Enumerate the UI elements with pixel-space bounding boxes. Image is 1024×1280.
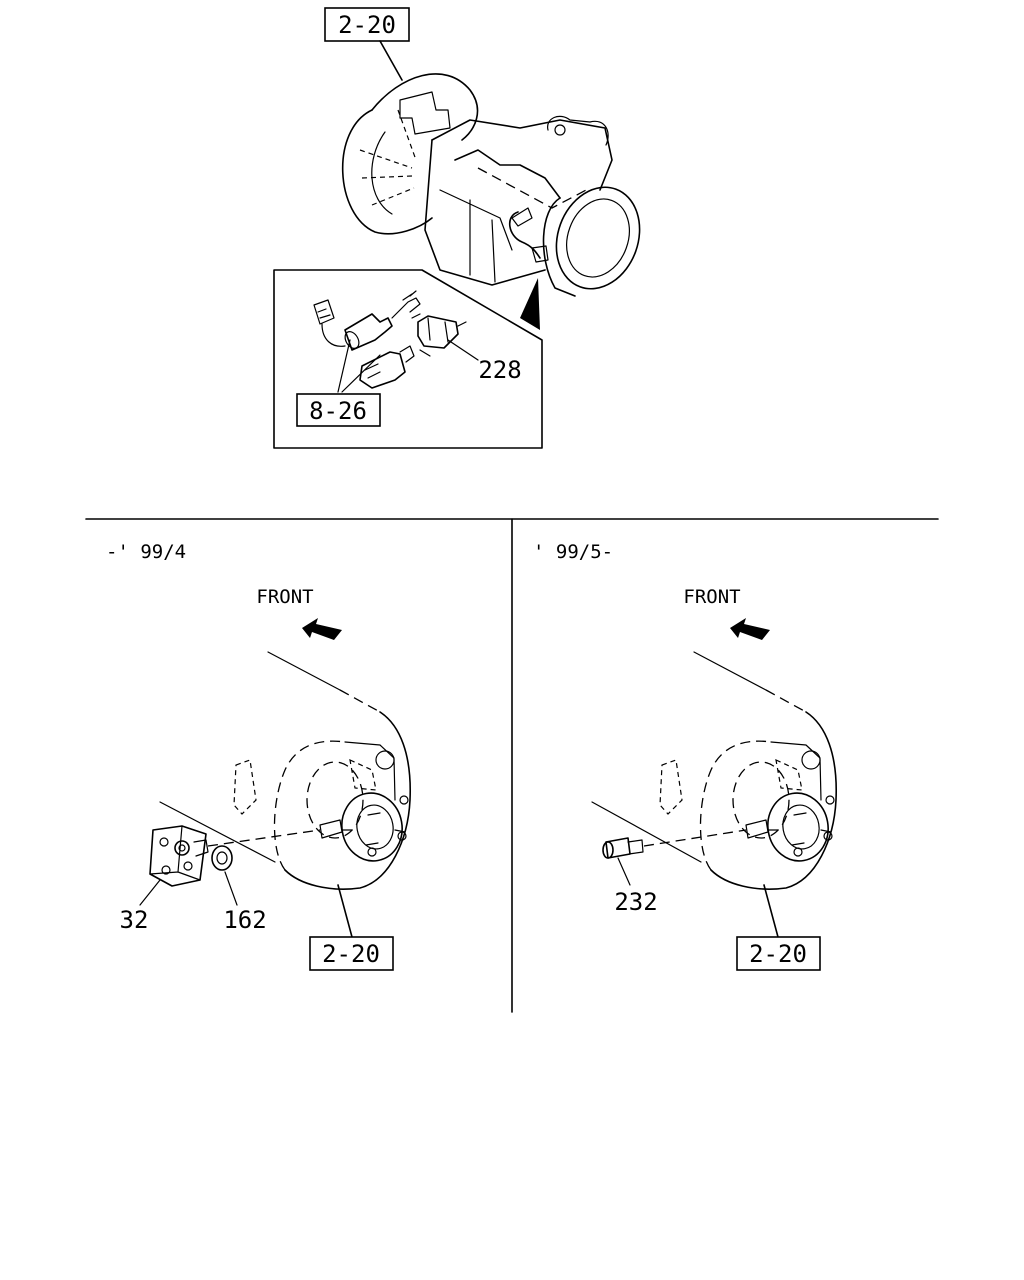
- front-label-right: FRONT: [683, 586, 740, 608]
- period-label-left: -' 99/4: [106, 541, 186, 563]
- front-label-left: FRONT: [256, 586, 313, 608]
- part-number-32: 32: [120, 906, 149, 934]
- sensor-232-drawing: [602, 837, 644, 859]
- period-label-right: ' 99/5-: [533, 541, 613, 563]
- front-arrow-right-icon: [730, 618, 770, 640]
- ref-box-top: 2-20: [324, 7, 410, 81]
- transfer-housing-right: [591, 651, 838, 890]
- ref-box-inset: 8-26: [296, 393, 381, 427]
- bracket-32-drawing: [149, 825, 209, 887]
- panel-right: ' 99/5- FRONT: [533, 541, 838, 971]
- ref-label-left: 2-20: [322, 940, 380, 968]
- panel-left: -' 99/4 FRONT: [106, 541, 412, 971]
- inset-frame: [273, 269, 543, 449]
- callout-228: 228: [447, 339, 522, 384]
- inset-parts: [313, 290, 467, 393]
- ref-label-inset: 8-26: [309, 397, 367, 425]
- part-number-232: 232: [614, 888, 657, 916]
- part-number-162: 162: [223, 906, 266, 934]
- ref-box-left: 2-20: [309, 936, 394, 971]
- front-arrow-left-icon: [302, 618, 342, 640]
- nut-162-drawing: [211, 845, 233, 871]
- part-number-228: 228: [478, 356, 521, 384]
- transfer-housing-left: [159, 651, 412, 890]
- ref-label-right: 2-20: [749, 940, 807, 968]
- transmission-assembly-drawing: [341, 73, 641, 330]
- ref-box-right: 2-20: [736, 936, 821, 971]
- ref-label-top: 2-20: [338, 11, 396, 39]
